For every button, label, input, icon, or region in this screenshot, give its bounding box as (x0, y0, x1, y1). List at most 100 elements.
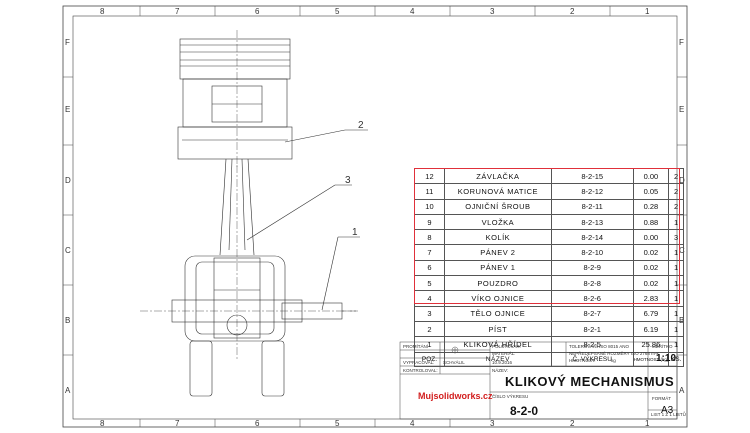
bom-pos: 5 (414, 275, 445, 292)
zone-left-a: A (65, 386, 71, 395)
tb-hmotnost-unit: kg (611, 358, 616, 363)
zone-top-3: 3 (490, 7, 495, 16)
tb-nepredepsane: NEPŘEDEPSANÉ ROZMĚRY ISO 2768 m-K (569, 351, 660, 356)
tb-cislo-label: ČÍSLO VÝKRESU (492, 394, 529, 399)
bom-header-qty: KS. (668, 351, 684, 367)
zone-bottom-8: 8 (100, 419, 105, 428)
tb-sheet: LIST 1 Z 1 LISTŮ (651, 412, 686, 417)
zone-right-a: A (679, 386, 685, 395)
zone-left-e: E (65, 105, 71, 114)
zone-top-7: 7 (175, 7, 180, 16)
bom-mass: 6.79 (632, 305, 670, 322)
zone-top-2: 2 (570, 7, 575, 16)
bom-mass: 0.88 (632, 213, 670, 231)
bom-qty: 2 (668, 167, 684, 185)
bom-name: VLOŽKA (443, 213, 552, 231)
bom-header-name: NÁZEV (443, 351, 552, 367)
bom-pos: 4 (414, 290, 445, 307)
zone-bottom-6: 6 (255, 419, 260, 428)
tb-promitani: PROMÍTÁNÍ (403, 344, 429, 349)
bom-mass: 2.83 (632, 290, 670, 307)
piston-drawing (177, 30, 293, 167)
drawing-number: 8-2-0 (510, 404, 539, 418)
bom-mass: 0.02 (632, 244, 670, 261)
zone-top-1: 1 (645, 7, 650, 16)
bom-name: PÁNEV 1 (443, 259, 552, 277)
bom-header-code: Č. VÝKRESU (550, 351, 634, 367)
tb-scale: 1:10 (656, 353, 677, 364)
bom-pos: 10 (414, 198, 445, 215)
bom-mass: 0.28 (632, 198, 670, 215)
bom-name: KORUNOVÁ MATICE (443, 183, 552, 200)
zone-left-d: D (65, 176, 71, 185)
tb-nazev-label: NÁZEV: (492, 368, 509, 373)
bom-pos: 6 (414, 259, 445, 277)
bom-pos: 11 (414, 183, 445, 200)
bom-code: 8-2-13 (550, 213, 634, 231)
bom-pos: 8 (414, 229, 445, 246)
bom-mass: 25.86 (632, 336, 670, 353)
bom-mass: 0.02 (632, 275, 670, 292)
bom-mass: 0.05 (632, 183, 670, 200)
tb-vypracoval: VYPRACOVAL: (403, 360, 435, 365)
bom-name: TĚLO OJNICE (443, 305, 552, 322)
bom-pos: 1 (414, 336, 445, 353)
balloon-leaders (246, 129, 368, 311)
connecting-rod-drawing (219, 158, 255, 360)
zone-bottom-4: 4 (410, 419, 415, 428)
bom-name: KOLÍK (443, 229, 552, 246)
zone-left-f: F (65, 38, 70, 47)
zone-left-c: C (65, 246, 71, 255)
tb-polotovar: POLOTOVAR: (492, 344, 521, 349)
tb-tolerance: TOLEROVÁNÍ ISO 8015 ANO (569, 344, 629, 349)
bom-mass: 0.00 (632, 229, 670, 246)
bom-code: 8-2-10 (550, 244, 634, 261)
bom-header-mass: HMOTNOST (kg) (632, 351, 670, 367)
bom-code: 8-2-1 (550, 320, 634, 338)
zone-bottom-3: 3 (490, 419, 495, 428)
zone-bottom-1: 1 (645, 419, 650, 428)
bom-pos: 7 (414, 244, 445, 261)
tb-datum: 10.9.2016 (492, 360, 513, 365)
balloon-2: 2 (358, 120, 364, 131)
zone-top-8: 8 (100, 7, 105, 16)
balloon-3: 3 (345, 175, 351, 186)
bom-mass: 6.19 (632, 320, 670, 338)
bom-qty: 1 (668, 213, 684, 231)
tb-meritko-label: MĚŘÍTKO (652, 344, 673, 349)
zone-top-6: 6 (255, 7, 260, 16)
bom-name: PÍST (443, 320, 552, 338)
zone-bottom-2: 2 (570, 419, 575, 428)
bom-qty: 1 (668, 275, 684, 292)
bom-mass: 0.00 (632, 167, 670, 185)
zone-bottom-7: 7 (175, 419, 180, 428)
drawing-title: KLIKOVÝ MECHANISMUS (505, 374, 675, 389)
balloon-1: 1 (352, 227, 358, 238)
zone-bottom-5: 5 (335, 419, 340, 428)
bom-code: 8-2-15 (550, 167, 634, 185)
bom-code: 8-2-11 (550, 198, 634, 215)
zone-top-4: 4 (410, 7, 415, 16)
zone-left-b: B (65, 316, 71, 325)
bom-code: 8-2-12 (550, 183, 634, 200)
bom-code: 8-2-7 (550, 305, 634, 322)
tb-schvalil: SCHVÁLIL (443, 360, 465, 365)
bom-code: 8-2-8 (550, 275, 634, 292)
bom-name: OJNIČNÍ ŠROUB (443, 198, 552, 215)
brand-logo-text[interactable]: Mujsolidworks.cz (418, 391, 493, 401)
bom-code: 8-2-6 (550, 290, 634, 307)
bom-name: VÍKO OJNICE (443, 290, 552, 307)
zone-right-f: F (679, 38, 684, 47)
zone-top-5: 5 (335, 7, 340, 16)
